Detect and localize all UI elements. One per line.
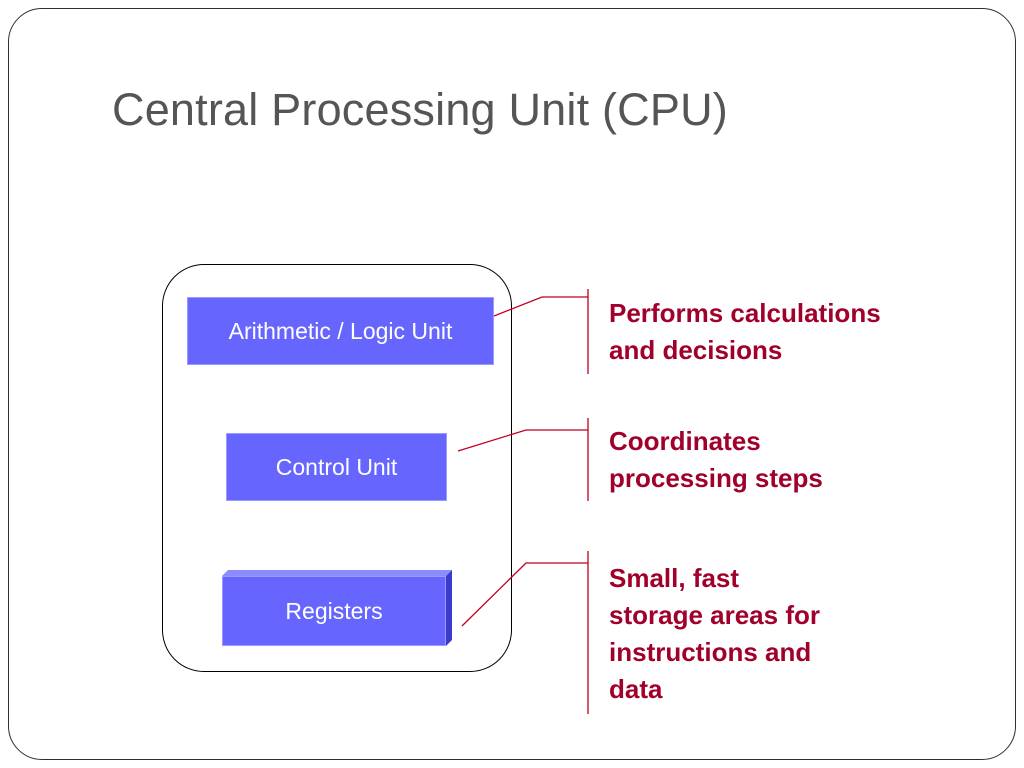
registers-side-face bbox=[446, 570, 452, 646]
registers-box: Registers bbox=[222, 576, 446, 646]
alu-description: Performs calculations and decisions bbox=[609, 295, 881, 369]
alu-description-line: and decisions bbox=[609, 335, 783, 365]
registers-description-line: storage areas for bbox=[609, 600, 820, 630]
control-unit-description: Coordinates processing steps bbox=[609, 423, 823, 497]
registers-top-face bbox=[222, 570, 452, 576]
control-unit-description-line: Coordinates bbox=[609, 426, 761, 456]
registers-description: Small, fast storage areas for instructio… bbox=[609, 560, 820, 708]
slide-title: Central Processing Unit (CPU) bbox=[112, 84, 728, 135]
registers-label: Registers bbox=[285, 597, 383, 624]
registers-description-line: instructions and bbox=[609, 637, 812, 667]
control-unit-box: Control Unit bbox=[226, 433, 447, 501]
alu-label: Arithmetic / Logic Unit bbox=[228, 317, 453, 344]
control-unit-description-line: processing steps bbox=[609, 463, 823, 493]
control-unit-label: Control Unit bbox=[275, 453, 398, 480]
alu-box: Arithmetic / Logic Unit bbox=[187, 297, 494, 365]
cpu-container bbox=[162, 264, 512, 672]
alu-description-line: Performs calculations bbox=[609, 298, 881, 328]
registers-description-line: data bbox=[609, 674, 663, 704]
registers-description-line: Small, fast bbox=[609, 563, 740, 593]
